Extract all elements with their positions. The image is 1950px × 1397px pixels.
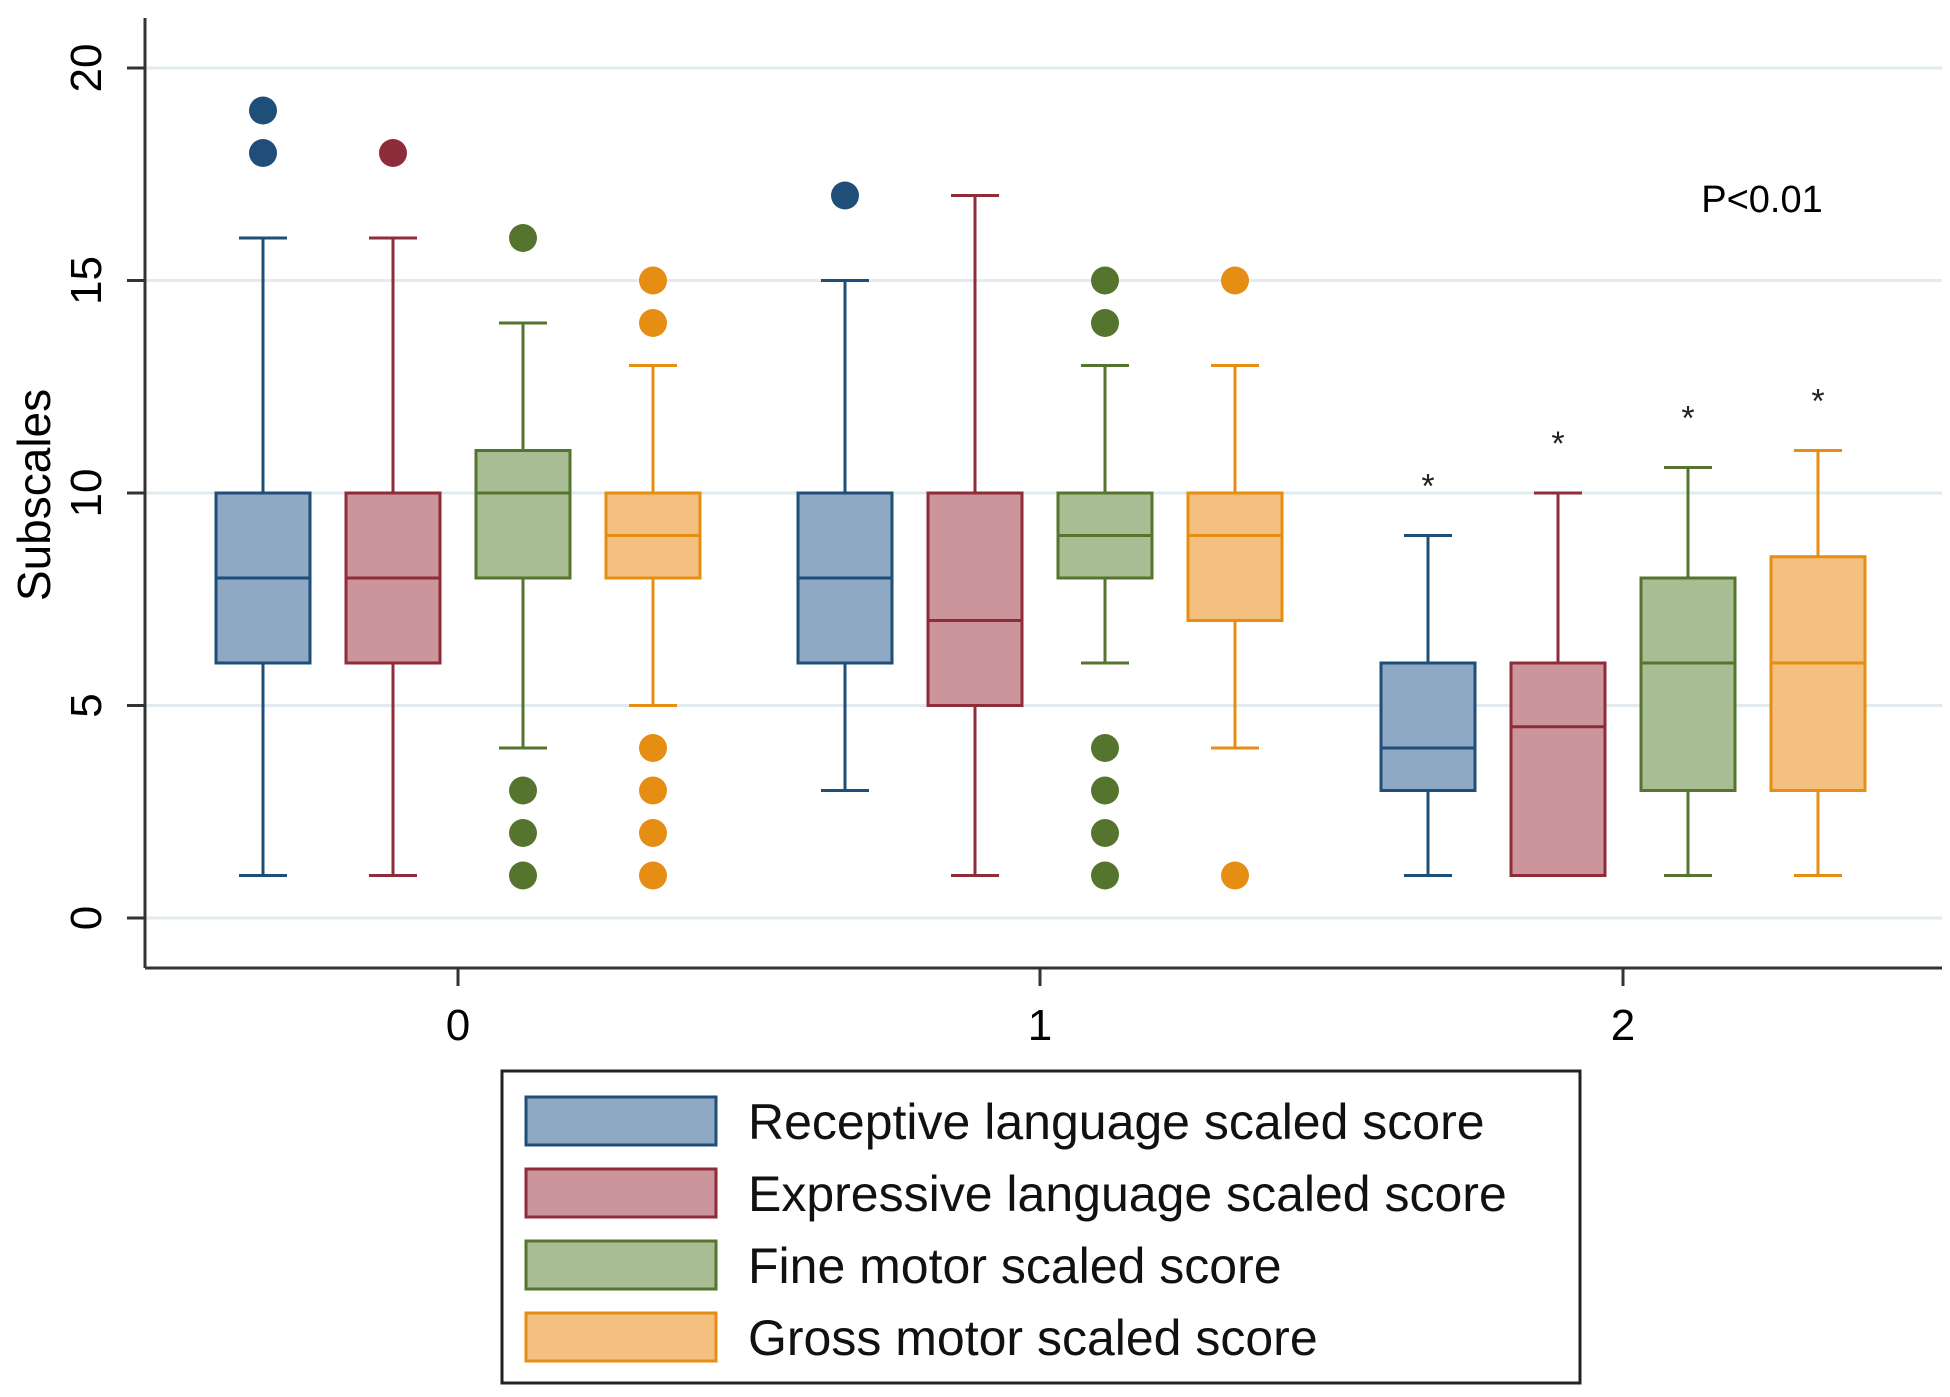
outlier-point bbox=[509, 861, 537, 890]
box-2-0 bbox=[474, 224, 572, 890]
box-3-2: * bbox=[1769, 383, 1867, 877]
outlier-point bbox=[509, 776, 537, 805]
outlier-point bbox=[639, 266, 667, 295]
legend-item: Receptive language scaled score bbox=[524, 1094, 1485, 1150]
outlier-point bbox=[639, 819, 667, 847]
legend-label: Fine motor scaled score bbox=[748, 1238, 1282, 1294]
outlier-point bbox=[1091, 309, 1119, 337]
legend-label: Receptive language scaled score bbox=[748, 1094, 1485, 1150]
legend-item: Gross motor scaled score bbox=[524, 1310, 1318, 1366]
p-value-annotation: P<0.01 bbox=[1701, 179, 1823, 221]
box-iqr bbox=[1509, 661, 1607, 877]
box-iqr bbox=[474, 449, 572, 580]
outlier-point bbox=[1091, 819, 1119, 847]
outlier-point bbox=[639, 861, 667, 890]
outlier-point bbox=[1091, 734, 1119, 762]
axes bbox=[143, 18, 1942, 970]
y-tick-label: 10 bbox=[62, 469, 111, 518]
box-iqr bbox=[1639, 576, 1737, 792]
box-0-2: * bbox=[1379, 468, 1477, 877]
box-0-1 bbox=[796, 181, 894, 792]
y-tick-label: 5 bbox=[62, 693, 111, 717]
legend-swatch bbox=[524, 1167, 718, 1219]
outlier-point bbox=[1091, 266, 1119, 295]
box-1-1 bbox=[926, 194, 1024, 877]
outlier-point bbox=[379, 139, 407, 167]
box-0-0 bbox=[214, 96, 312, 877]
outlier-point bbox=[639, 734, 667, 762]
significance-star: * bbox=[1551, 425, 1564, 463]
outlier-point bbox=[509, 224, 537, 252]
outlier-point bbox=[639, 776, 667, 805]
legend-label: Gross motor scaled score bbox=[748, 1310, 1318, 1366]
grid-lines bbox=[127, 66, 1942, 920]
box-3-0 bbox=[604, 266, 702, 890]
significance-star: * bbox=[1681, 400, 1694, 438]
box-1-2: * bbox=[1509, 425, 1607, 877]
outlier-point bbox=[249, 139, 277, 167]
x-tick-label: 0 bbox=[446, 1001, 470, 1050]
x-tick-label: 1 bbox=[1028, 1001, 1052, 1050]
outlier-point bbox=[1091, 861, 1119, 890]
legend: Receptive language scaled scoreExpressiv… bbox=[500, 1069, 1582, 1385]
box-1-0 bbox=[344, 139, 442, 877]
y-tick-label: 20 bbox=[62, 44, 111, 93]
y-tick-label: 0 bbox=[62, 906, 111, 930]
y-axis-title: Subscales bbox=[8, 389, 60, 601]
box-2-1 bbox=[1056, 266, 1154, 890]
x-tick-label: 2 bbox=[1611, 1001, 1635, 1050]
outlier-point bbox=[1091, 776, 1119, 805]
box-3-1 bbox=[1186, 266, 1284, 890]
box-series: * * * * bbox=[214, 96, 1867, 890]
box-iqr bbox=[1186, 491, 1284, 622]
outlier-point bbox=[1221, 266, 1249, 295]
significance-star: * bbox=[1421, 468, 1434, 506]
legend-swatch bbox=[524, 1095, 718, 1147]
box-2-2: * bbox=[1639, 400, 1737, 877]
legend-swatch bbox=[524, 1311, 718, 1363]
legend-swatch bbox=[524, 1239, 718, 1291]
outlier-point bbox=[249, 96, 277, 125]
legend-item: Expressive language scaled score bbox=[524, 1166, 1507, 1222]
legend-item: Fine motor scaled score bbox=[524, 1238, 1282, 1294]
box-iqr bbox=[1379, 661, 1477, 792]
legend-label: Expressive language scaled score bbox=[748, 1166, 1507, 1222]
box-iqr bbox=[1769, 555, 1867, 792]
x-tick-labels: 0 1 2 bbox=[446, 968, 1635, 1050]
y-tick-label: 15 bbox=[62, 256, 111, 305]
outlier-point bbox=[509, 819, 537, 847]
y-tick-labels: 0 5 10 15 20 bbox=[62, 44, 111, 931]
significance-star: * bbox=[1811, 383, 1824, 421]
outlier-point bbox=[639, 309, 667, 337]
outlier-point bbox=[1221, 861, 1249, 890]
box-iqr bbox=[926, 491, 1024, 707]
outlier-point bbox=[831, 181, 859, 210]
